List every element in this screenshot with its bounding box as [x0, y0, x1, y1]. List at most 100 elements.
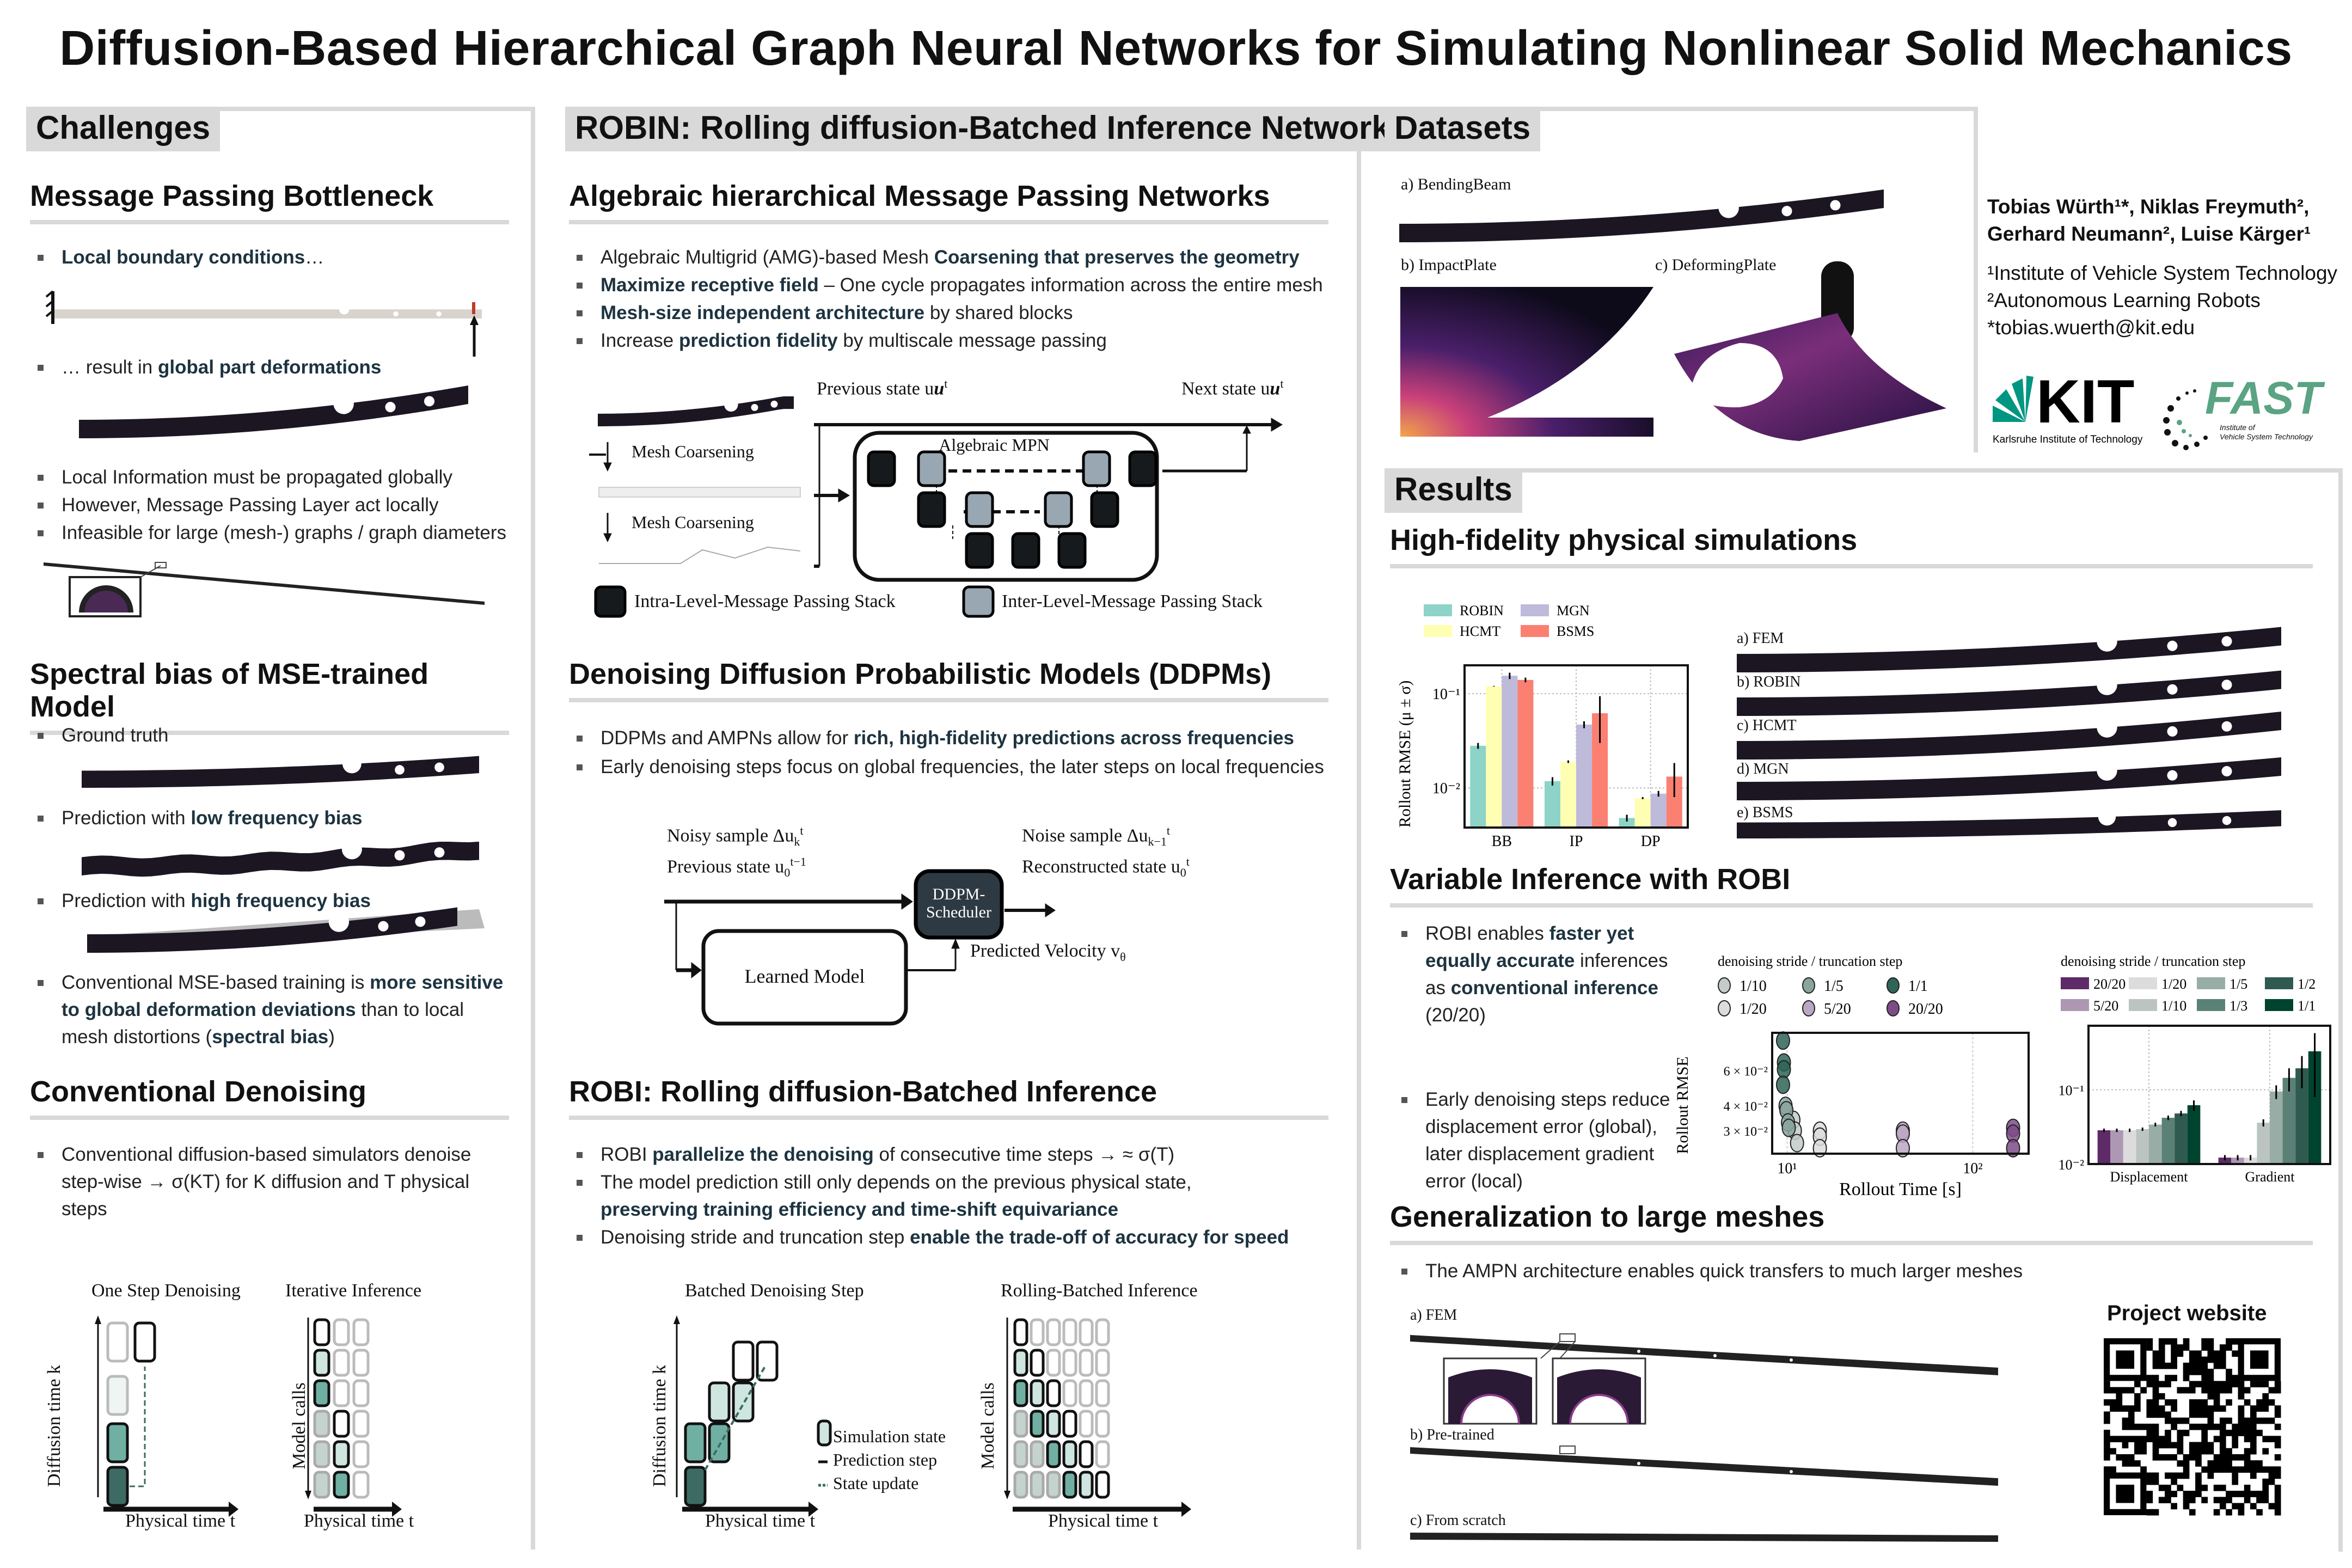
bold-text: high frequency bias [191, 890, 371, 911]
sub: k [794, 835, 800, 849]
qr-module [2238, 1417, 2245, 1424]
qr-module [2219, 1466, 2226, 1473]
results-header: Results [1385, 468, 1522, 513]
qr-module [2177, 1484, 2184, 1491]
qr-module [2171, 1478, 2177, 1485]
qr-module [2256, 1405, 2263, 1412]
state-cell [1013, 1318, 1028, 1346]
bar-1/3 [2282, 1077, 2296, 1164]
qr-module [2238, 1491, 2245, 1497]
inter-legend-swatch [962, 585, 995, 618]
qr-module [2195, 1350, 2202, 1357]
sim-row-label: b) ROBIN [1737, 673, 1801, 690]
qr-module [2219, 1503, 2226, 1510]
project-website-qr-code[interactable] [2103, 1338, 2281, 1516]
qr-module [2110, 1399, 2116, 1406]
qr-module [2219, 1497, 2226, 1504]
intra-legend-swatch [594, 585, 627, 618]
qr-module [2140, 1466, 2147, 1473]
qr-module [2171, 1454, 2177, 1461]
state-cell [1062, 1440, 1077, 1468]
state-cell [333, 1349, 350, 1377]
hifi-heading: High-fidelity physical simulations [1390, 524, 2313, 568]
qr-module [2262, 1491, 2269, 1497]
beam-hole [2221, 766, 2232, 777]
general-heading: Generalization to large meshes [1390, 1200, 2313, 1245]
legend-label: 1/2 [2298, 976, 2316, 992]
data-point-1/10 [1790, 1134, 1804, 1153]
qr-module [2152, 1356, 2159, 1363]
robin-header: ROBIN: Rolling diffusion-Batched Inferen… [565, 107, 1400, 151]
state-cell [352, 1471, 370, 1499]
mesh-coarsening-label: Mesh Coarsening [632, 512, 754, 532]
project-website-label: Project website [2107, 1301, 2267, 1325]
qr-module [2219, 1405, 2226, 1412]
qr-module [2232, 1472, 2239, 1479]
qr-module [2104, 1454, 2110, 1461]
bar-BSMS [1517, 679, 1534, 828]
qr-module [2262, 1417, 2269, 1424]
qr-module [2219, 1387, 2226, 1394]
qr-module [2104, 1411, 2110, 1418]
bullet: ROBI enables faster yet equally accurate… [1394, 920, 1671, 1029]
qr-module [2122, 1405, 2129, 1412]
beam-body [52, 309, 482, 318]
qr-module [2158, 1338, 2165, 1345]
mpb-heading: Message Passing Bottleneck [30, 180, 509, 224]
legend-swatch [2265, 977, 2293, 989]
qr-module [2207, 1423, 2214, 1430]
qr-module [2146, 1509, 2153, 1516]
large-mesh-comparison [1410, 1333, 1998, 1542]
state-cell [106, 1466, 129, 1507]
beam-body [82, 756, 479, 788]
qr-module [2207, 1338, 2214, 1345]
fine-mesh-beam [598, 396, 794, 426]
predicted-velocity-label: Predicted Velocity vθ [970, 941, 1126, 964]
state-cell [817, 1419, 832, 1447]
beam-body [79, 385, 468, 438]
sub: 0 [784, 866, 791, 880]
state-cell [1030, 1410, 1045, 1438]
state-cell [1013, 1379, 1028, 1407]
qr-module [2165, 1497, 2171, 1504]
low-freq-beam [82, 839, 479, 877]
beam-hole [2098, 808, 2116, 826]
qr-module [2207, 1460, 2214, 1467]
qr-module [2226, 1399, 2232, 1406]
rolling-label: Rolling-Batched Inference [1001, 1281, 1198, 1301]
qr-module [2232, 1454, 2239, 1461]
bullet: Denoising stride and truncation step ena… [569, 1224, 1342, 1251]
data-point-1/5 [1781, 1118, 1796, 1137]
qr-module [2232, 1466, 2239, 1473]
qr-module [2219, 1350, 2226, 1357]
qr-module [2201, 1423, 2208, 1430]
text: Early denoising steps focus on global fr… [601, 756, 1324, 777]
qr-module [2256, 1460, 2263, 1467]
legend-marker [1886, 977, 1900, 994]
qr-module [2238, 1411, 2245, 1418]
qr-module [2171, 1472, 2177, 1479]
bar-1/20 [2123, 1130, 2136, 1164]
legend-marker [1886, 1000, 1900, 1016]
state-cell [313, 1471, 330, 1499]
qr-module [2250, 1405, 2257, 1412]
qr-module [2195, 1423, 2202, 1430]
scheduler-label-2: Scheduler [926, 903, 991, 921]
qr-module [2232, 1423, 2239, 1430]
intra-level-block [1128, 450, 1157, 487]
text: (20/20) [1425, 1004, 1486, 1026]
qr-module [2232, 1430, 2239, 1436]
qr-module [2207, 1472, 2214, 1479]
qr-module [2238, 1381, 2245, 1388]
qr-module [2274, 1387, 2281, 1394]
iterative-grid [305, 1318, 402, 1517]
state-cell [1095, 1410, 1110, 1438]
qr-module [2274, 1411, 2281, 1418]
qr-module [2116, 1436, 2123, 1443]
bold-text: Maximize receptive field [601, 274, 819, 296]
bar-MGN [1650, 793, 1667, 828]
bold-text: more sensitive to global deformation dev… [62, 972, 504, 1020]
qr-module [2152, 1375, 2159, 1381]
state-cell [333, 1318, 350, 1346]
intra-level-block [1011, 532, 1040, 569]
